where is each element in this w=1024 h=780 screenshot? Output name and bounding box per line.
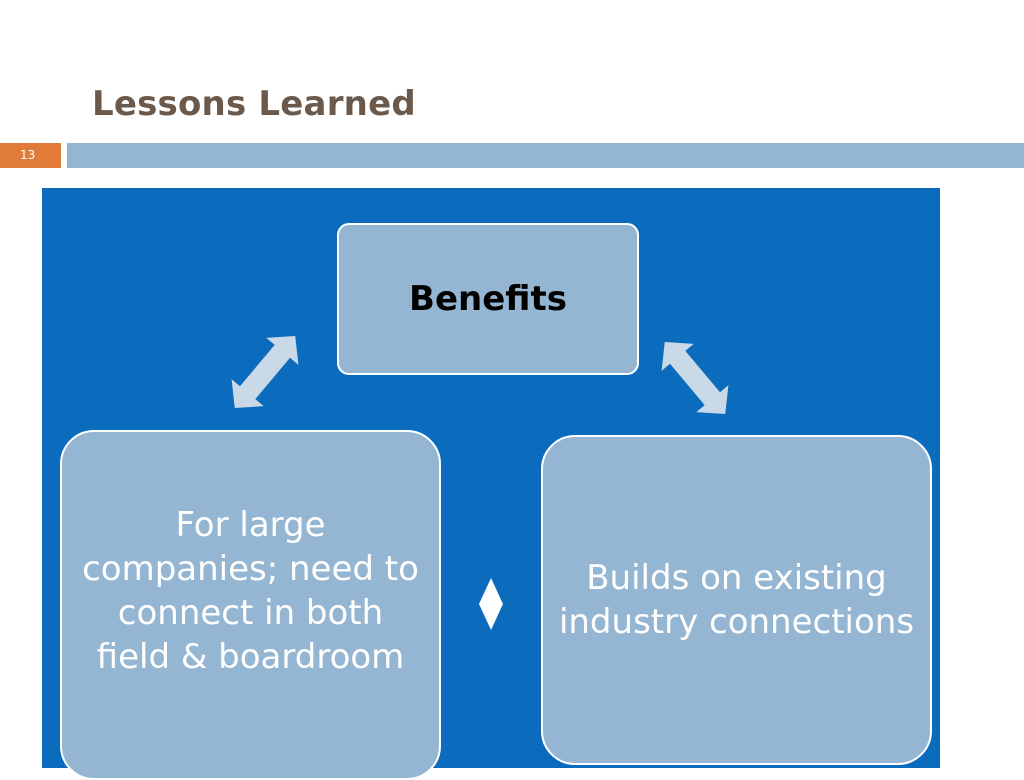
- large-companies-node: For large companies; need to connect in …: [60, 430, 441, 780]
- benefits-node: Benefits: [337, 223, 639, 375]
- industry-connections-node: Builds on existing industry connections: [541, 435, 932, 765]
- title-accent-bar: [67, 143, 1024, 168]
- benefits-node-label: Benefits: [409, 279, 567, 319]
- slide-title: Lessons Learned: [92, 84, 416, 124]
- industry-connections-node-label: Builds on existing industry connections: [558, 558, 915, 642]
- large-companies-node-label: For large companies; need to connect in …: [82, 505, 419, 677]
- slide-number: 13: [0, 143, 61, 168]
